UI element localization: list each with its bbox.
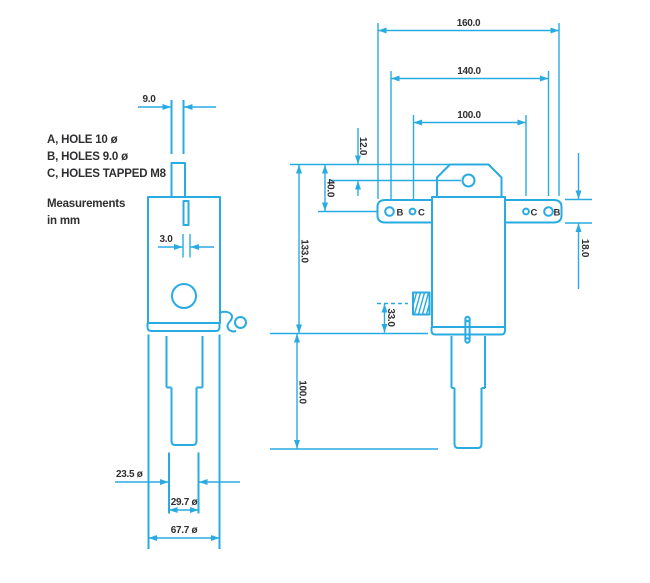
dim-rod-width: 9.0 — [138, 94, 216, 110]
hook-loop — [234, 316, 247, 329]
dim-label-rod-width: 9.0 — [142, 94, 156, 105]
dim-label-shaft-extension: 100.0 — [297, 380, 308, 404]
dim-label-arm-thickness: 18.0 — [579, 239, 590, 258]
hook-wire — [219, 310, 237, 333]
dim-inner-shaft: 23.5 ø — [115, 469, 240, 485]
dim-top-to-hole-a: 12.0 — [355, 128, 368, 196]
dim-slot-width: 3.0 — [158, 234, 214, 258]
pin-top-ball — [464, 315, 471, 323]
hole-a — [461, 173, 476, 188]
label-hole-c-left: C — [418, 208, 425, 219]
note-hole-c: C, HOLES TAPPED M8 — [47, 168, 167, 180]
body-base-side — [430, 327, 506, 336]
side-view: B C C B — [270, 18, 592, 450]
hole-b-left — [384, 206, 395, 217]
dim-mid-shaft: 29.7 ø — [169, 497, 199, 513]
dim-label-overall-span: 160.0 — [457, 18, 481, 29]
label-hole-b-left: B — [397, 208, 404, 219]
hook-clip — [219, 310, 247, 333]
retaining-pin — [464, 315, 471, 344]
hole-c-right — [522, 207, 530, 216]
side-shafts — [450, 336, 486, 449]
body-front — [147, 196, 221, 324]
dim-c-span: 100.0 — [412, 110, 527, 199]
label-hole-b-right: B — [554, 208, 561, 219]
dim-base-dia: 67.7 ø — [148, 525, 220, 541]
note-hole-b: B, HOLES 9.0 ø — [47, 151, 128, 163]
dim-label-base-dia: 67.7 ø — [171, 525, 199, 536]
rod-stub — [170, 162, 186, 198]
front-shafts — [147, 334, 221, 549]
note-units-1: Measurements — [47, 198, 125, 210]
dim-arm-thickness: 18.0 — [565, 153, 592, 289]
note-hole-a: A, HOLE 10 ø — [47, 134, 118, 146]
dim-overall-span: 160.0 — [377, 18, 560, 199]
mid-shaft — [170, 387, 198, 446]
hole-b-right — [543, 206, 554, 217]
dim-label-c-span: 100.0 — [457, 110, 481, 121]
pin-bottom-ball — [464, 337, 471, 344]
notes-block: A, HOLE 10 ø B, HOLES 9.0 ø C, HOLES TAP… — [47, 134, 167, 227]
dim-top-to-arm-holes: 40.0 — [322, 165, 336, 211]
note-units-2: in mm — [47, 215, 80, 227]
clamp-hole — [171, 283, 197, 309]
dim-body-height: 133.0 — [296, 165, 310, 333]
dim-label-top-to-arm-holes: 40.0 — [325, 179, 336, 198]
body-side — [431, 196, 506, 328]
body-base-front — [146, 323, 221, 332]
left-arm — [376, 199, 432, 224]
dim-label-slot-width: 3.0 — [159, 234, 173, 245]
dim-shaft-extension: 100.0 — [294, 334, 308, 449]
slot — [182, 200, 190, 226]
right-arm — [505, 199, 563, 224]
side-lower-shaft — [453, 388, 483, 449]
dim-label-mid-shaft: 29.7 ø — [171, 497, 199, 508]
dim-knob-offset: 33.0 — [377, 302, 408, 333]
front-view: 9.0 3.0 23.5 ø 29.7 ø 67.7 ø — [115, 94, 247, 549]
dim-b-span: 140.0 — [390, 66, 550, 199]
knurled-knob — [412, 291, 431, 316]
dim-label-b-span: 140.0 — [457, 66, 481, 77]
label-hole-c-right: C — [531, 208, 538, 219]
knob-knurling — [413, 292, 430, 315]
dim-label-knob-offset: 33.0 — [385, 308, 396, 327]
dim-label-body-height: 133.0 — [299, 239, 310, 263]
hole-c-left — [408, 207, 417, 216]
dim-label-top-to-hole-a: 12.0 — [357, 137, 368, 156]
dim-label-inner-shaft: 23.5 ø — [116, 469, 144, 480]
